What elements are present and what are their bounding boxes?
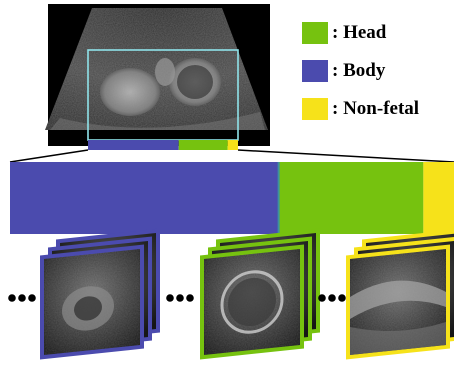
frame-stack-non-fetal bbox=[348, 231, 454, 358]
class-timeline-bar bbox=[10, 162, 454, 234]
frame-non-fetal-1 bbox=[348, 247, 448, 358]
legend-item-body: : Body bbox=[302, 58, 385, 84]
frame-head-1 bbox=[202, 247, 302, 358]
timeline-segment-head bbox=[279, 162, 424, 234]
legend-item-non-fetal: : Non-fetal bbox=[302, 96, 419, 122]
legend-item-head: : Head bbox=[302, 20, 386, 46]
ellipsis-middle-2 bbox=[318, 294, 346, 302]
mini-strip-segment-body bbox=[88, 140, 179, 150]
mini-strip-segment-non-fetal bbox=[228, 140, 238, 150]
fetus-body-shape bbox=[100, 68, 160, 116]
legend-label-non-fetal: : Non-fetal bbox=[332, 98, 419, 120]
timeline-segment-body bbox=[10, 162, 279, 234]
legend-swatch-non-fetal bbox=[302, 98, 328, 120]
zoom-line-right bbox=[238, 150, 454, 162]
legend-label-body: : Body bbox=[332, 60, 385, 82]
timeline-segment-non-fetal bbox=[423, 162, 454, 234]
legend-swatch-body bbox=[302, 60, 328, 82]
mini-strip-segment-head bbox=[179, 140, 228, 150]
ultrasound-image bbox=[40, 0, 280, 146]
frame-body-1 bbox=[42, 247, 142, 358]
ellipsis-left bbox=[8, 294, 36, 302]
frame-stack-head bbox=[202, 231, 318, 358]
zoom-line-left bbox=[10, 150, 88, 162]
legend-swatch-head bbox=[302, 22, 328, 44]
mini-class-strip bbox=[88, 140, 238, 150]
legend-label-head: : Head bbox=[332, 22, 386, 44]
frame-stack-body bbox=[42, 231, 158, 358]
frame-stacks bbox=[42, 231, 454, 358]
ellipsis-middle-1 bbox=[166, 294, 194, 302]
